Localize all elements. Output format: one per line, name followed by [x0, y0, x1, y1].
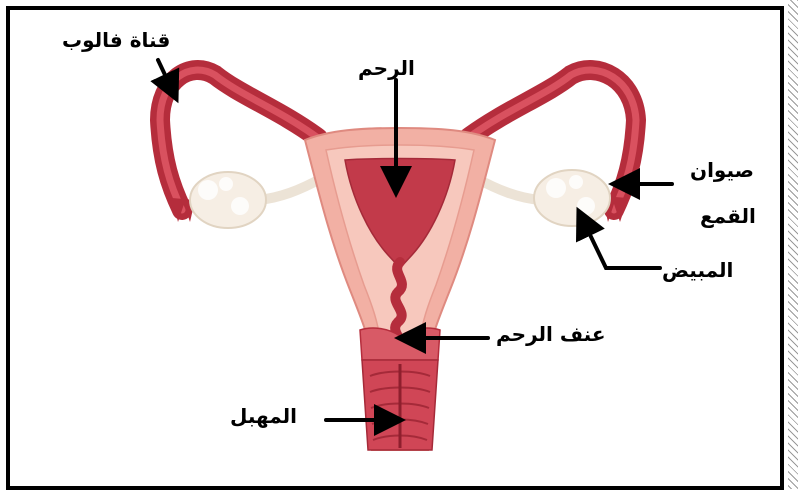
label-cervix: عنف الرحم [496, 322, 606, 346]
left-ovary [190, 172, 266, 228]
right-ovarian-ligament [476, 178, 540, 200]
left-ovarian-ligament [258, 178, 322, 200]
right-ovary [534, 170, 610, 226]
label-ovary: المبيض [662, 258, 733, 282]
label-uterus: الرحم [358, 56, 415, 80]
label-vagina: المهبل [230, 404, 297, 428]
label-fimbriae-line1: صيوان [690, 158, 754, 182]
label-fimbriae-line2: القمع [700, 204, 756, 228]
label-fallopian-tube: قناة فالوب [62, 28, 170, 52]
